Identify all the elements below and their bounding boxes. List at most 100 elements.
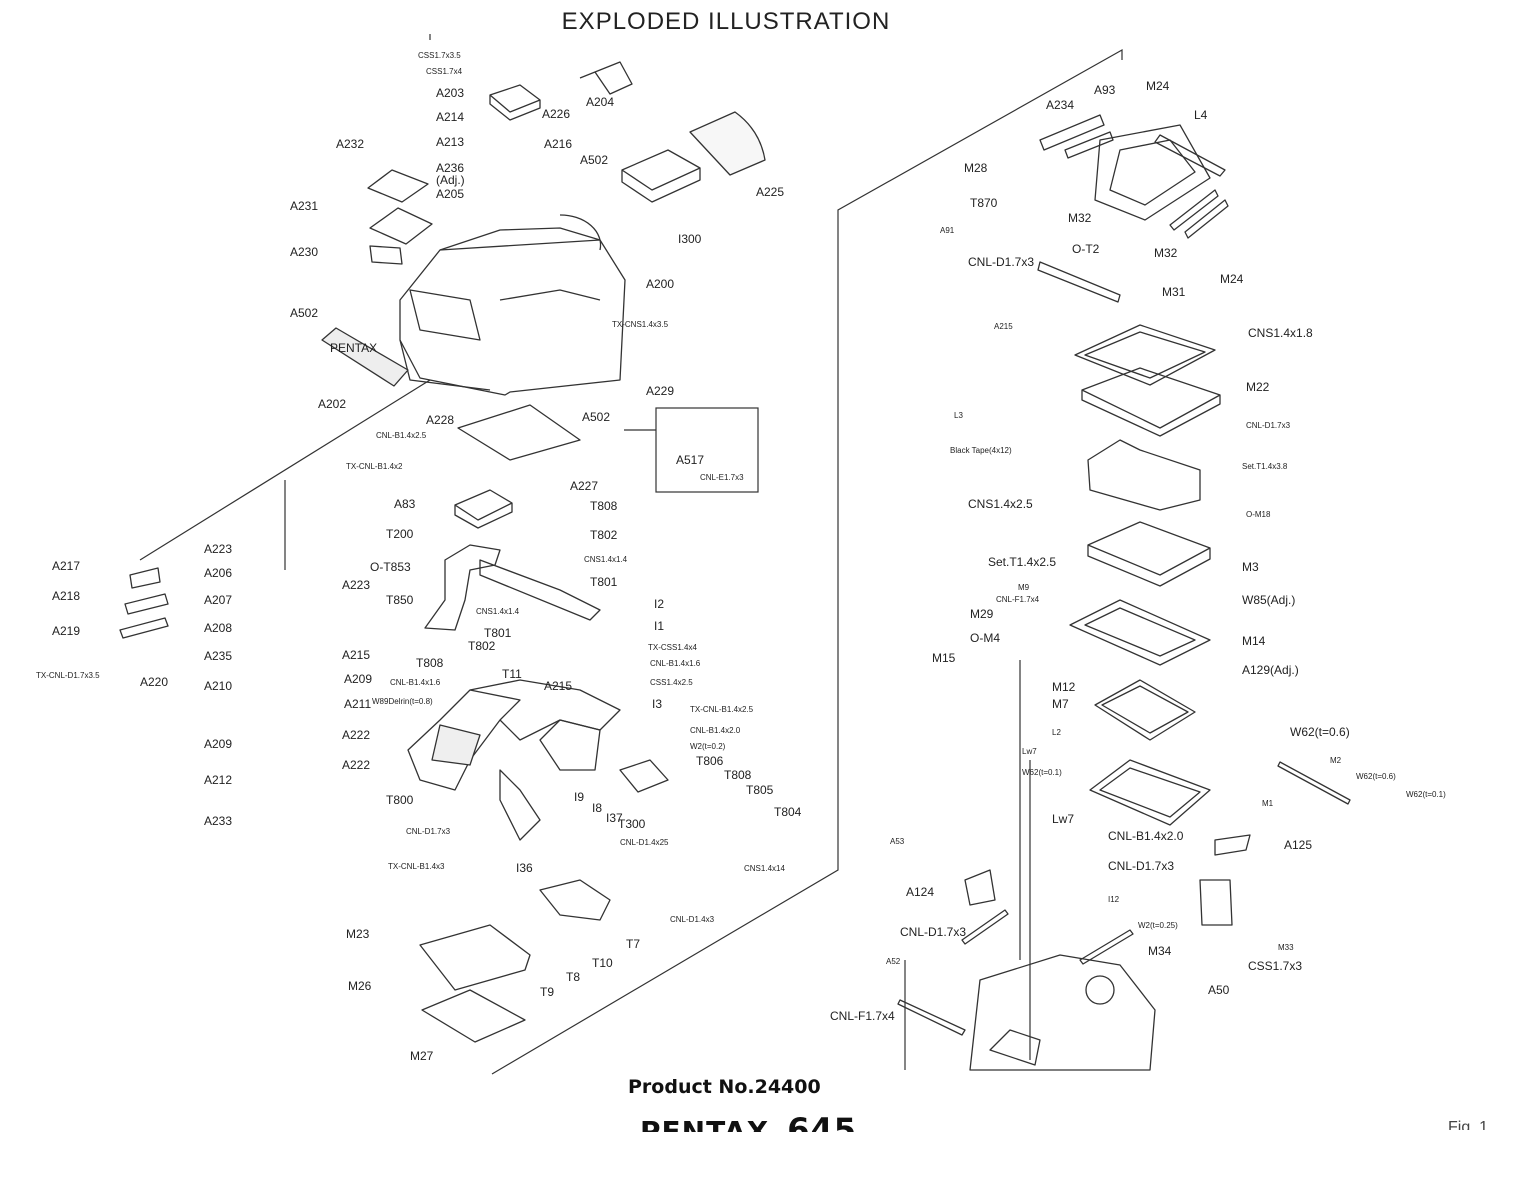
frame-lines — [139, 34, 1123, 1075]
part-label: T801 — [484, 626, 512, 640]
part-label: M3 — [1242, 560, 1259, 574]
part-label: CSS1.7x3 — [1248, 959, 1302, 973]
part-label: A209 — [204, 737, 232, 751]
part-label: CNL-D1.7x3 — [1108, 859, 1174, 873]
l2-mirror — [1094, 679, 1196, 741]
part-label: M27 — [410, 1049, 434, 1063]
part-labels: CSS1.7x3.5CSS1.7x4A203A214A213A236(Adj.)… — [36, 51, 1446, 1063]
part-label: A93 — [1094, 83, 1116, 97]
part-label: W2(t=0.25) — [1138, 921, 1178, 930]
t850-flex — [424, 544, 501, 631]
part-label: M2 — [1330, 756, 1342, 765]
part-label: M26 — [348, 979, 372, 993]
part-label: TX-CSS1.4x4 — [648, 643, 697, 652]
part-label: A213 — [436, 135, 464, 149]
part-label: M24 — [1146, 79, 1170, 93]
part-label: A226 — [542, 107, 570, 121]
part-label: CSS1.4x2.5 — [650, 678, 693, 687]
part-label: M32 — [1154, 246, 1178, 260]
part-label: T805 — [746, 783, 774, 797]
part-label: I36 — [516, 861, 533, 875]
pentax-nameplate — [321, 327, 409, 387]
part-label: A91 — [940, 226, 955, 235]
part-label: M15 — [932, 651, 956, 665]
part-label: TX-CNL-B1.4x2.5 — [690, 705, 754, 714]
m22-frame — [1074, 324, 1216, 386]
part-label: W62(t=0.1) — [1406, 790, 1446, 799]
m27-plate — [421, 989, 526, 1043]
part-label: T808 — [416, 656, 444, 670]
part-label: CNS1.4x1.4 — [476, 607, 520, 616]
part-label: T804 — [774, 805, 802, 819]
part-label: A222 — [342, 758, 370, 772]
l4-prism — [1094, 124, 1211, 221]
part-label: CNL-B1.4x2.0 — [690, 726, 741, 735]
part-label: W89Delrin(t=0.8) — [372, 697, 433, 706]
part-label: O-T2 — [1072, 242, 1100, 256]
part-label: CNL-B1.4x1.6 — [650, 659, 701, 668]
part-label: M32 — [1068, 211, 1092, 225]
part-label: TX-CNS1.4x3.5 — [612, 320, 669, 329]
part-label: A211 — [344, 697, 371, 711]
part-label: A214 — [436, 110, 464, 124]
t7-bracket — [539, 879, 611, 921]
part-label: L3 — [954, 411, 963, 420]
part-label: CNL-F1.7x4 — [830, 1009, 895, 1023]
part-label: T802 — [468, 639, 496, 653]
part-label: I8 — [592, 801, 602, 815]
part-label: CNS1.4x1.8 — [1248, 326, 1313, 340]
part-label: M1 — [1262, 799, 1274, 808]
part-label: T808 — [590, 499, 618, 513]
part-label: (Adj.) — [436, 173, 465, 187]
prism-cover — [457, 404, 581, 461]
part-label: CNL-F1.7x4 — [996, 595, 1040, 604]
part-label: PENTAX — [330, 341, 377, 355]
part-label: A209 — [344, 672, 372, 686]
part-label: M33 — [1278, 943, 1294, 952]
part-label: L2 — [1052, 728, 1061, 737]
part-label: O-M18 — [1246, 510, 1271, 519]
part-label: O-T853 — [370, 560, 411, 574]
t200-block — [454, 489, 513, 529]
part-label: A218 — [52, 589, 80, 603]
part-label: Set.T1.4x2.5 — [988, 555, 1056, 569]
m26-plate — [419, 924, 531, 991]
part-label: T801 — [590, 575, 618, 589]
part-label: M9 — [1018, 583, 1030, 592]
part-label: A233 — [204, 814, 232, 828]
part-label: A225 — [756, 185, 784, 199]
part-label: A215 — [544, 679, 572, 693]
part-label: A53 — [890, 837, 905, 846]
part-label: T300 — [618, 817, 646, 831]
part-label: CNL-D1.4x3 — [670, 915, 715, 924]
part-label: CNS1.4x2.5 — [968, 497, 1033, 511]
switch-block — [621, 149, 701, 203]
part-label: CSS1.7x4 — [426, 67, 463, 76]
part-label: A223 — [342, 578, 370, 592]
body-chassis — [969, 954, 1156, 1071]
page-title: EXPLODED ILLUSTRATION — [561, 8, 891, 35]
part-label: A502 — [580, 153, 608, 167]
part-label: Black Tape(4x12) — [950, 446, 1012, 455]
part-label: A232 — [336, 137, 364, 151]
part-label: L4 — [1194, 108, 1208, 122]
part-drawings — [119, 61, 1351, 1071]
part-label: CNL-B1.4x2.0 — [1108, 829, 1184, 843]
part-label: A222 — [342, 728, 370, 742]
part-label: O-M4 — [970, 631, 1000, 645]
part-label: I1 — [654, 619, 664, 633]
part-label: I12 — [1108, 895, 1120, 904]
pentaprism-housing — [399, 239, 626, 396]
model-name: 645 — [787, 1112, 858, 1132]
part-label: A234 — [1046, 98, 1074, 112]
part-label: A228 — [426, 413, 454, 427]
part-label: A202 — [318, 397, 346, 411]
part-label: W62(t=0.6) — [1290, 725, 1350, 739]
part-label: CNL-B1.4x2.5 — [376, 431, 427, 440]
part-label: A83 — [394, 497, 416, 511]
part-label: T802 — [590, 528, 618, 542]
part-label: TX-CNL-D1.7x3.5 — [36, 671, 100, 680]
part-label: I3 — [652, 697, 662, 711]
